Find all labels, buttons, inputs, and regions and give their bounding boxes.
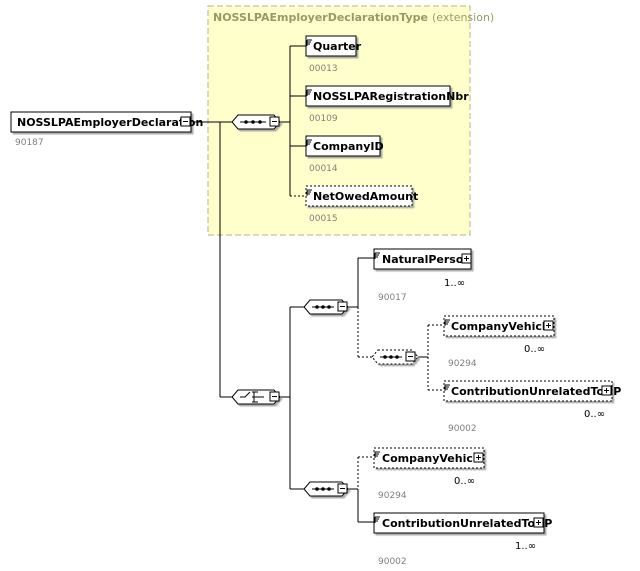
expand-icon[interactable] (473, 452, 484, 463)
element-company-vehicle[interactable]: CompanyVehicle 0..∞ 90294 (373, 447, 485, 501)
element-code: 00014 (309, 164, 338, 174)
sequence-compositor[interactable] (231, 114, 281, 130)
element-label: ContributionUnrelatedToNP (451, 385, 621, 398)
element-code: 00109 (309, 114, 338, 124)
extension-title: NOSSLPAEmployerDeclarationType(extension… (213, 11, 494, 24)
element-label: NOSSLPARegistrationNbr (313, 90, 469, 103)
element-label: NetOwedAmount (313, 190, 418, 203)
element-net-owed-amount[interactable]: NetOwedAmount 00015 (305, 185, 418, 224)
element-ref-icon (374, 516, 380, 523)
element-contribution-unrelated-to-np[interactable]: ContributionUnrelatedToNP 0..∞ 90002 (443, 380, 621, 434)
collapse-icon[interactable] (337, 301, 348, 312)
element-ref-icon (444, 319, 450, 326)
element-company-vehicle[interactable]: CompanyVehicle 0..∞ 90294 (443, 315, 555, 369)
element-ref-icon (306, 39, 312, 46)
root-element-label: NOSSLPAEmployerDeclaration (17, 116, 203, 129)
element-label: ContributionUnrelatedToNP (382, 517, 552, 530)
element-code: 90002 (378, 557, 407, 567)
element-code: 90294 (378, 491, 407, 501)
cardinality: 0..∞ (454, 476, 475, 487)
element-nosslpa-registration-nbr[interactable]: NOSSLPARegistrationNbr 00109 (305, 85, 469, 124)
element-label: CompanyVehicle (451, 320, 553, 333)
collapse-icon[interactable] (180, 116, 191, 127)
element-contribution-unrelated-to-np[interactable]: ContributionUnrelatedToNP 1..∞ 90002 (373, 512, 552, 567)
element-company-id[interactable]: CompanyID 00014 (305, 135, 384, 174)
root-element-code: 90187 (15, 138, 44, 148)
element-ref-icon (374, 451, 380, 458)
sequence-compositor[interactable] (303, 481, 349, 497)
element-ref-icon (306, 189, 312, 196)
element-code: 90294 (448, 359, 477, 369)
element-ref-icon (444, 384, 450, 391)
element-label: NaturalPerson (382, 253, 471, 266)
sequence-compositor-optional[interactable] (371, 349, 419, 365)
choice-compositor[interactable] (231, 389, 281, 405)
element-label: Quarter (313, 40, 362, 53)
element-ref-icon (374, 252, 380, 259)
sequence-compositor[interactable] (303, 299, 349, 315)
cardinality: 0..∞ (524, 344, 545, 355)
element-label: CompanyVehicle (382, 452, 484, 465)
expand-icon[interactable] (533, 517, 544, 528)
cardinality: 1..∞ (444, 278, 465, 289)
cardinality: 0..∞ (584, 409, 605, 420)
element-label: CompanyID (313, 140, 384, 153)
expand-icon[interactable] (543, 320, 554, 331)
expand-icon[interactable] (601, 385, 612, 396)
collapse-icon[interactable] (405, 351, 416, 362)
element-code: 90017 (378, 293, 407, 303)
element-code: 90002 (448, 424, 477, 434)
element-quarter[interactable]: Quarter 00013 (305, 35, 362, 74)
element-code: 00013 (309, 64, 338, 74)
collapse-icon[interactable] (337, 483, 348, 494)
element-natural-person[interactable]: NaturalPerson 1..∞ 90017 (373, 248, 474, 303)
element-code: 00015 (309, 214, 338, 224)
collapse-icon[interactable] (269, 391, 280, 402)
root-element[interactable]: NOSSLPAEmployerDeclaration 90187 (10, 111, 203, 148)
cardinality: 1..∞ (515, 541, 536, 552)
expand-icon[interactable] (461, 253, 472, 264)
collapse-icon[interactable] (269, 116, 280, 127)
element-ref-icon (306, 139, 312, 146)
element-ref-icon (306, 89, 312, 96)
